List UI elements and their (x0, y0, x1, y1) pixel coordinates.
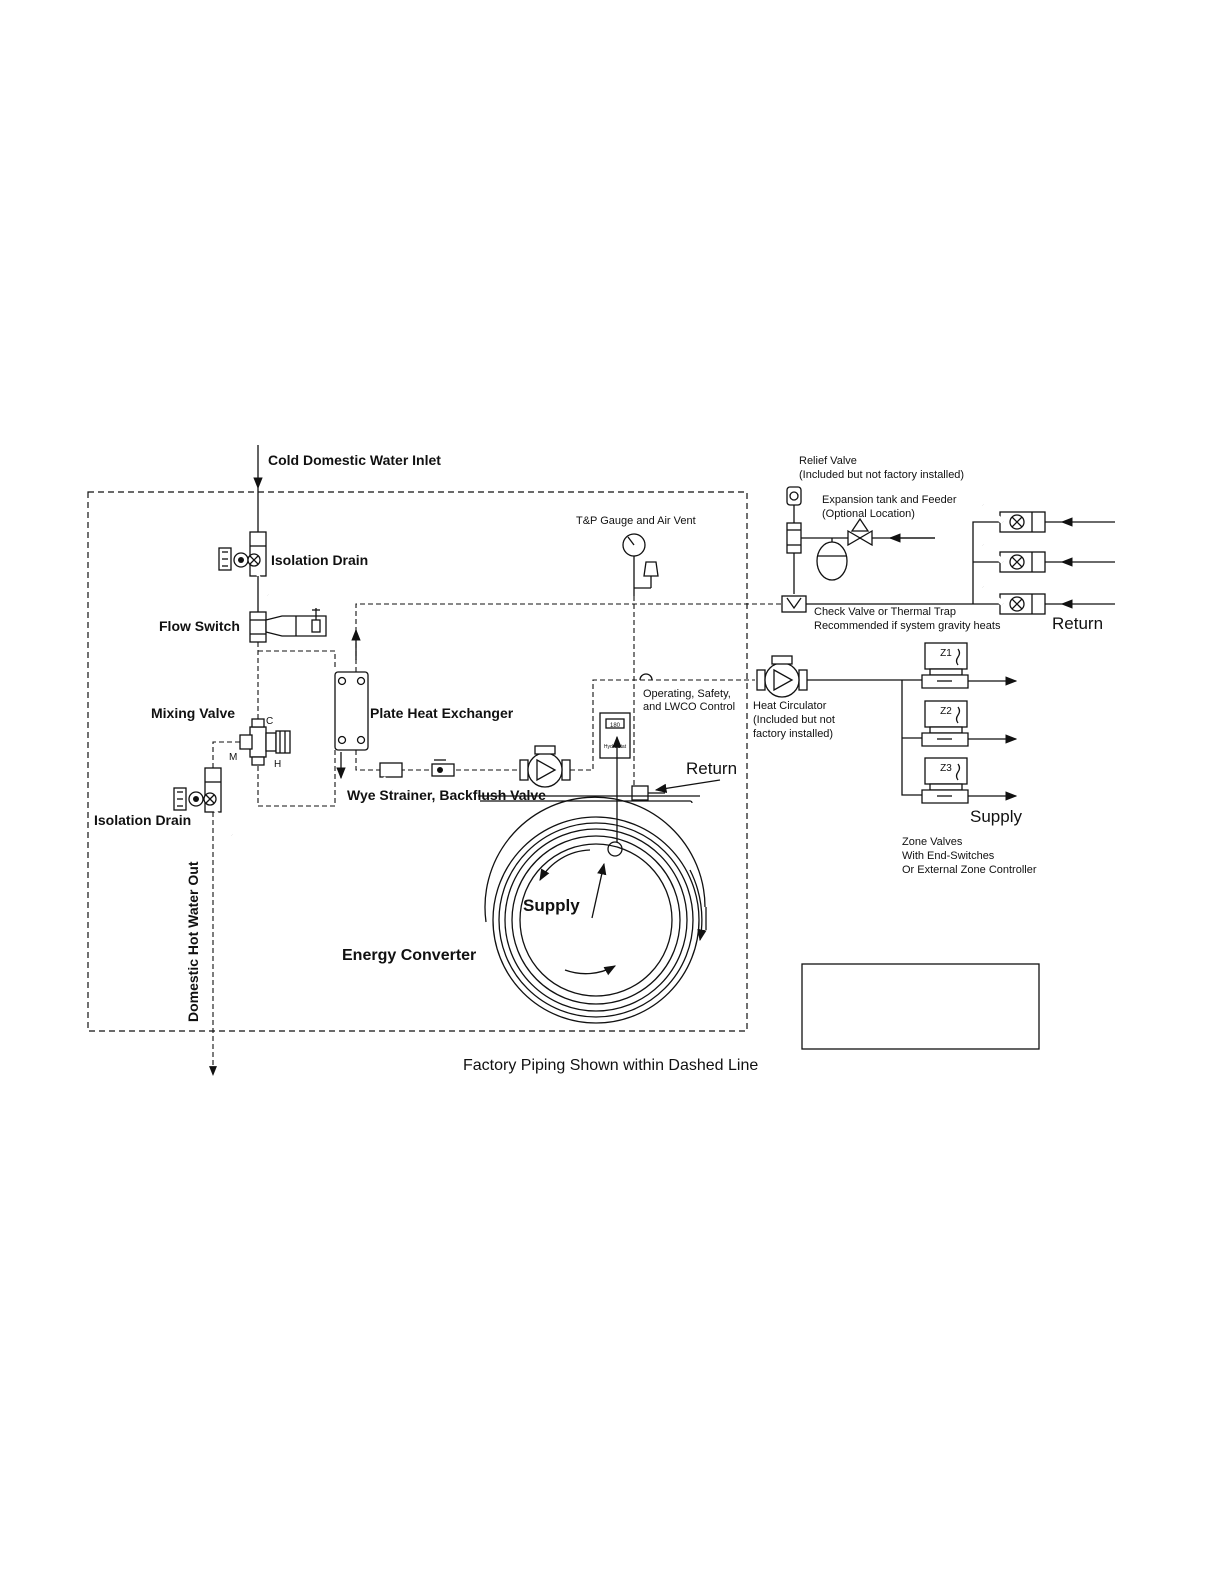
control-display: 180 (610, 723, 621, 729)
label-isolation-drain-top: Isolation Drain (271, 552, 368, 568)
label-relief-1: Relief Valve (799, 455, 857, 467)
label-tp-gauge: T&P Gauge and Air Vent (576, 515, 696, 527)
label-return-right: Return (1052, 614, 1103, 633)
zone-label-z1: Z1 (940, 648, 952, 659)
feeder-valve (847, 517, 873, 547)
return-manifold (972, 521, 1000, 604)
wye-strainer (379, 762, 403, 791)
control-brand: HydroStat (604, 744, 627, 750)
heat-circulator (756, 655, 808, 698)
tp-gauge (622, 533, 659, 596)
label-relief-2: (Included but not factory installed) (799, 469, 964, 481)
label-mix-m: M (229, 752, 237, 763)
label-control-1: Operating, Safety, (643, 688, 731, 700)
label-check-1: Check Valve or Thermal Trap (814, 606, 956, 618)
flow-switch (249, 608, 327, 643)
label-supply-main: Supply (523, 896, 580, 915)
zone-valve-z2: Z2 (921, 700, 969, 747)
boiler-circulator (519, 745, 571, 788)
label-return-main: Return (686, 759, 737, 778)
label-mix-h: H (274, 759, 281, 770)
zone-valve-z3: Z3 (921, 757, 969, 804)
label-zone-3: Or External Zone Controller (902, 864, 1037, 876)
plate-heat-exchanger (334, 671, 369, 751)
label-mix-c: C (266, 716, 273, 727)
boiler-return-connection (631, 785, 665, 801)
isolation-drain-bottom (173, 767, 234, 836)
label-isolation-drain-bottom: Isolation Drain (94, 812, 191, 828)
pipe-circ-to-boiler (570, 679, 755, 771)
label-circ-3: factory installed) (753, 728, 833, 740)
zone-valve-z1: Z1 (921, 642, 969, 689)
pipe-crossover (639, 673, 653, 681)
supply-manifold (901, 680, 922, 796)
pipe-hx-to-system (355, 603, 790, 672)
label-mixing-valve: Mixing Valve (151, 705, 235, 721)
caption: Factory Piping Shown within Dashed Line (463, 1057, 758, 1074)
pipe-hx-bottom-return (257, 750, 336, 807)
label-circ-2: (Included but not (753, 714, 835, 726)
relief-valve (786, 486, 802, 594)
return-valve-3 (981, 585, 1046, 615)
energy-converter-coil (478, 795, 707, 1024)
backflush-valve (431, 759, 455, 777)
label-circ-1: Heat Circulator (753, 700, 827, 712)
zone-label-z3: Z3 (940, 763, 952, 774)
label-plate-hx: Plate Heat Exchanger (370, 705, 514, 721)
label-supply-right: Supply (970, 807, 1022, 826)
supply-outlet (607, 841, 623, 857)
label-zone-2: With End-Switches (902, 850, 995, 862)
pipe-hx-bottom-loop (355, 750, 520, 771)
hydrostat-control: 180 HydroStat (599, 712, 631, 759)
label-wye-strainer: Wye Strainer, Backflush Valve (347, 787, 546, 803)
pipe-flow-to-hx-top (258, 650, 336, 670)
label-check-2: Recommended if system gravity heats (814, 620, 1001, 632)
label-energy-converter: Energy Converter (342, 947, 476, 964)
check-valve (781, 595, 807, 613)
supply-pointer (591, 862, 607, 919)
label-zone-1: Zone Valves (902, 836, 963, 848)
label-domestic-hot-out: Domestic Hot Water Out (185, 861, 201, 1022)
zone-label-z2: Z2 (940, 706, 952, 717)
expansion-tank (816, 538, 848, 581)
return-valve-1 (981, 503, 1046, 533)
title-block-box (801, 963, 1040, 1050)
isolation-drain-top (218, 531, 270, 596)
mixing-valve (239, 718, 291, 766)
label-expansion-1: Expansion tank and Feeder (822, 494, 957, 506)
return-valve-2 (981, 543, 1046, 573)
label-cold-inlet: Cold Domestic Water Inlet (268, 452, 441, 468)
label-expansion-2: (Optional Location) (822, 508, 915, 520)
label-control-2: and LWCO Control (643, 701, 735, 713)
return-pointer (654, 779, 721, 793)
pipe-mix-to-drain (212, 741, 240, 768)
label-flow-switch: Flow Switch (159, 618, 240, 634)
